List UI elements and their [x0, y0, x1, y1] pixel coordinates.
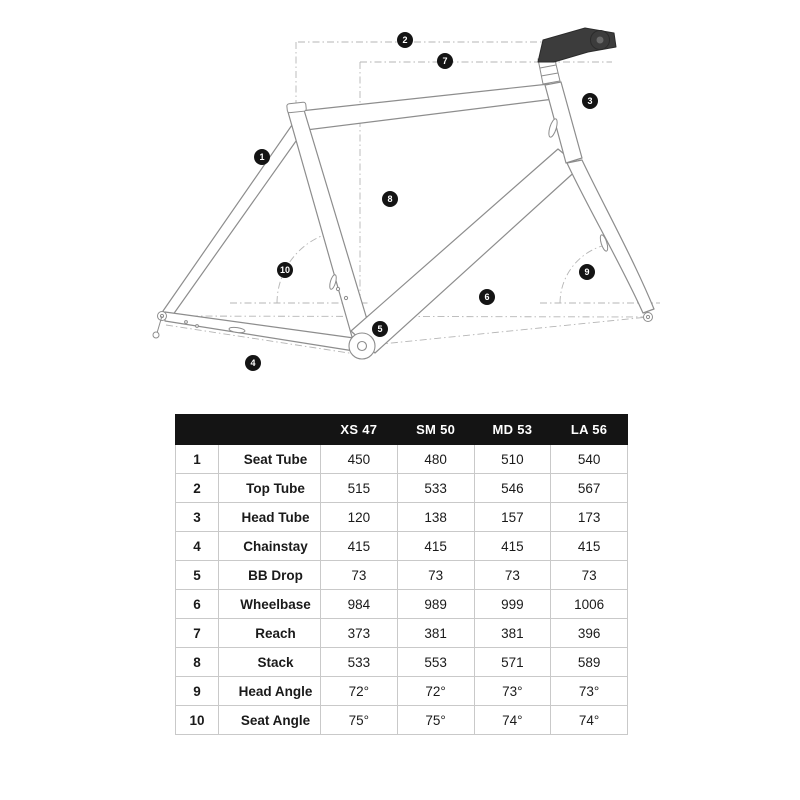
header-size-sm50: SM 50	[396, 414, 475, 445]
row-number-cell: 7	[175, 618, 219, 648]
marker-8: 8	[382, 191, 398, 207]
header-label-cell	[218, 414, 321, 445]
value-cell: 533	[320, 647, 398, 677]
value-cell: 515	[320, 473, 398, 503]
row-label-cell: BB Drop	[218, 560, 321, 590]
row-number-cell: 2	[175, 473, 219, 503]
row-label-cell: Wheelbase	[218, 589, 321, 619]
row-number-cell: 3	[175, 502, 219, 532]
value-cell: 415	[396, 531, 475, 561]
marker-6: 6	[479, 289, 495, 305]
row-number-cell: 6	[175, 589, 219, 619]
row-label-cell: Head Tube	[218, 502, 321, 532]
row-number-cell: 4	[175, 531, 219, 561]
row-label-cell: Seat Angle	[218, 705, 321, 735]
bottom-bracket	[348, 332, 376, 360]
value-cell: 73°	[550, 676, 628, 706]
frame-diagram: 1 2 3 4 5 6 7 8 9 10	[152, 27, 660, 371]
row-label-cell: Head Angle	[218, 676, 321, 706]
marker-7: 7	[437, 53, 453, 69]
value-cell: 396	[550, 618, 628, 648]
value-cell: 72°	[396, 676, 475, 706]
table-header-row: XS 47 SM 50 MD 53 LA 56	[175, 414, 628, 445]
value-cell: 73°	[473, 676, 552, 706]
value-cell: 73	[473, 560, 552, 590]
frame-tubes	[162, 81, 655, 354]
value-cell: 553	[396, 647, 475, 677]
value-cell: 989	[396, 589, 475, 619]
header-size-xs47: XS 47	[320, 414, 398, 445]
value-cell: 533	[396, 473, 475, 503]
marker-5: 5	[372, 321, 388, 337]
row-label-cell: Chainstay	[218, 531, 321, 561]
row-number-cell: 1	[175, 444, 219, 474]
value-cell: 567	[550, 473, 628, 503]
row-number-cell: 5	[175, 560, 219, 590]
header-size-la56: LA 56	[550, 414, 628, 445]
value-cell: 120	[320, 502, 398, 532]
header-num-cell	[175, 414, 219, 445]
value-cell: 157	[473, 502, 552, 532]
value-cell: 75°	[396, 705, 475, 735]
value-cell: 984	[320, 589, 398, 619]
value-cell: 138	[396, 502, 475, 532]
row-label-cell: Reach	[218, 618, 321, 648]
value-cell: 999	[473, 589, 552, 619]
stem	[537, 27, 617, 63]
value-cell: 173	[550, 502, 628, 532]
value-cell: 415	[473, 531, 552, 561]
value-cell: 1006	[550, 589, 628, 619]
value-cell: 415	[320, 531, 398, 561]
value-cell: 546	[473, 473, 552, 503]
marker-9: 9	[579, 264, 595, 280]
tube-details	[228, 101, 609, 334]
value-cell: 373	[320, 618, 398, 648]
value-cell: 480	[396, 444, 475, 474]
marker-1: 1	[254, 149, 270, 165]
header-size-md53: MD 53	[473, 414, 552, 445]
value-cell: 74°	[473, 705, 552, 735]
value-cell: 73	[396, 560, 475, 590]
value-cell: 73	[550, 560, 628, 590]
value-cell: 589	[550, 647, 628, 677]
row-label-cell: Seat Tube	[218, 444, 321, 474]
value-cell: 75°	[320, 705, 398, 735]
value-cell: 510	[473, 444, 552, 474]
value-cell: 381	[473, 618, 552, 648]
value-cell: 74°	[550, 705, 628, 735]
value-cell: 540	[550, 444, 628, 474]
row-number-cell: 9	[175, 676, 219, 706]
row-number-cell: 8	[175, 647, 219, 677]
value-cell: 73	[320, 560, 398, 590]
bike-frame-drawing	[152, 27, 660, 360]
value-cell: 381	[396, 618, 475, 648]
row-label-cell: Stack	[218, 647, 321, 677]
value-cell: 571	[473, 647, 552, 677]
dropouts	[152, 286, 653, 339]
marker-4: 4	[245, 355, 261, 371]
marker-10: 10	[277, 262, 293, 278]
row-number-cell: 10	[175, 705, 219, 735]
value-cell: 72°	[320, 676, 398, 706]
marker-2: 2	[397, 32, 413, 48]
value-cell: 415	[550, 531, 628, 561]
row-label-cell: Top Tube	[218, 473, 321, 503]
value-cell: 450	[320, 444, 398, 474]
marker-3: 3	[582, 93, 598, 109]
